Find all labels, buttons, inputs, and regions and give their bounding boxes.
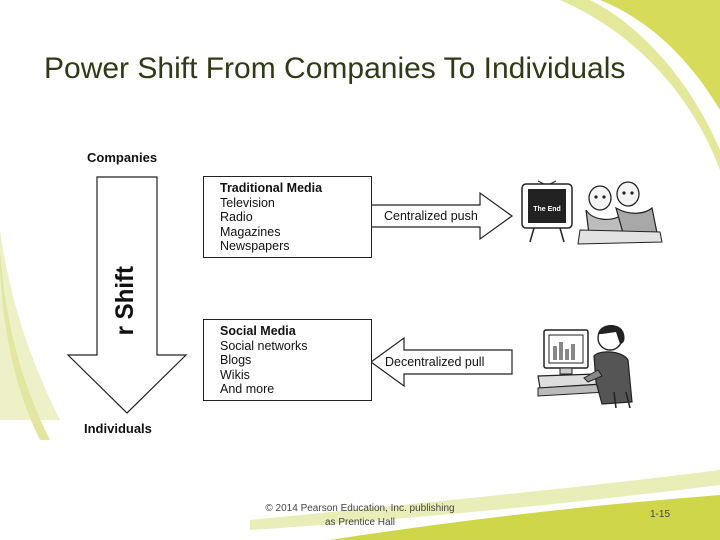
social-media-box: Social Media Social networks Blogs Wikis… xyxy=(203,319,372,401)
list-item: And more xyxy=(220,382,308,397)
list-item: Radio xyxy=(220,210,322,225)
individuals-label: Individuals xyxy=(84,421,152,436)
list-item: Blogs xyxy=(220,353,308,368)
list-item: Magazines xyxy=(220,225,322,240)
centralized-push-label: Centralized push xyxy=(384,209,478,223)
traditional-media-box: Traditional Media Television Radio Magaz… xyxy=(203,176,372,258)
traditional-media-heading: Traditional Media xyxy=(220,181,322,196)
svg-text:The End: The End xyxy=(533,206,561,213)
decentralized-pull-label: Decentralized pull xyxy=(385,355,484,369)
list-item: Newspapers xyxy=(220,239,322,254)
power-shift-label: Power Shift xyxy=(103,200,143,336)
social-media-heading: Social Media xyxy=(220,324,308,339)
list-item: Social networks xyxy=(220,339,308,354)
computer-user-icon xyxy=(536,322,640,410)
list-item: Television xyxy=(220,196,322,211)
svg-text:Power Shift: Power Shift xyxy=(111,265,139,336)
companies-label: Companies xyxy=(87,150,157,165)
footer-copyright: © 2014 Pearson Education, Inc. publishin… xyxy=(250,502,470,530)
page-number: 1-15 xyxy=(650,509,670,520)
tv-viewers-icon: The End xyxy=(520,180,665,250)
list-item: Wikis xyxy=(220,368,308,383)
